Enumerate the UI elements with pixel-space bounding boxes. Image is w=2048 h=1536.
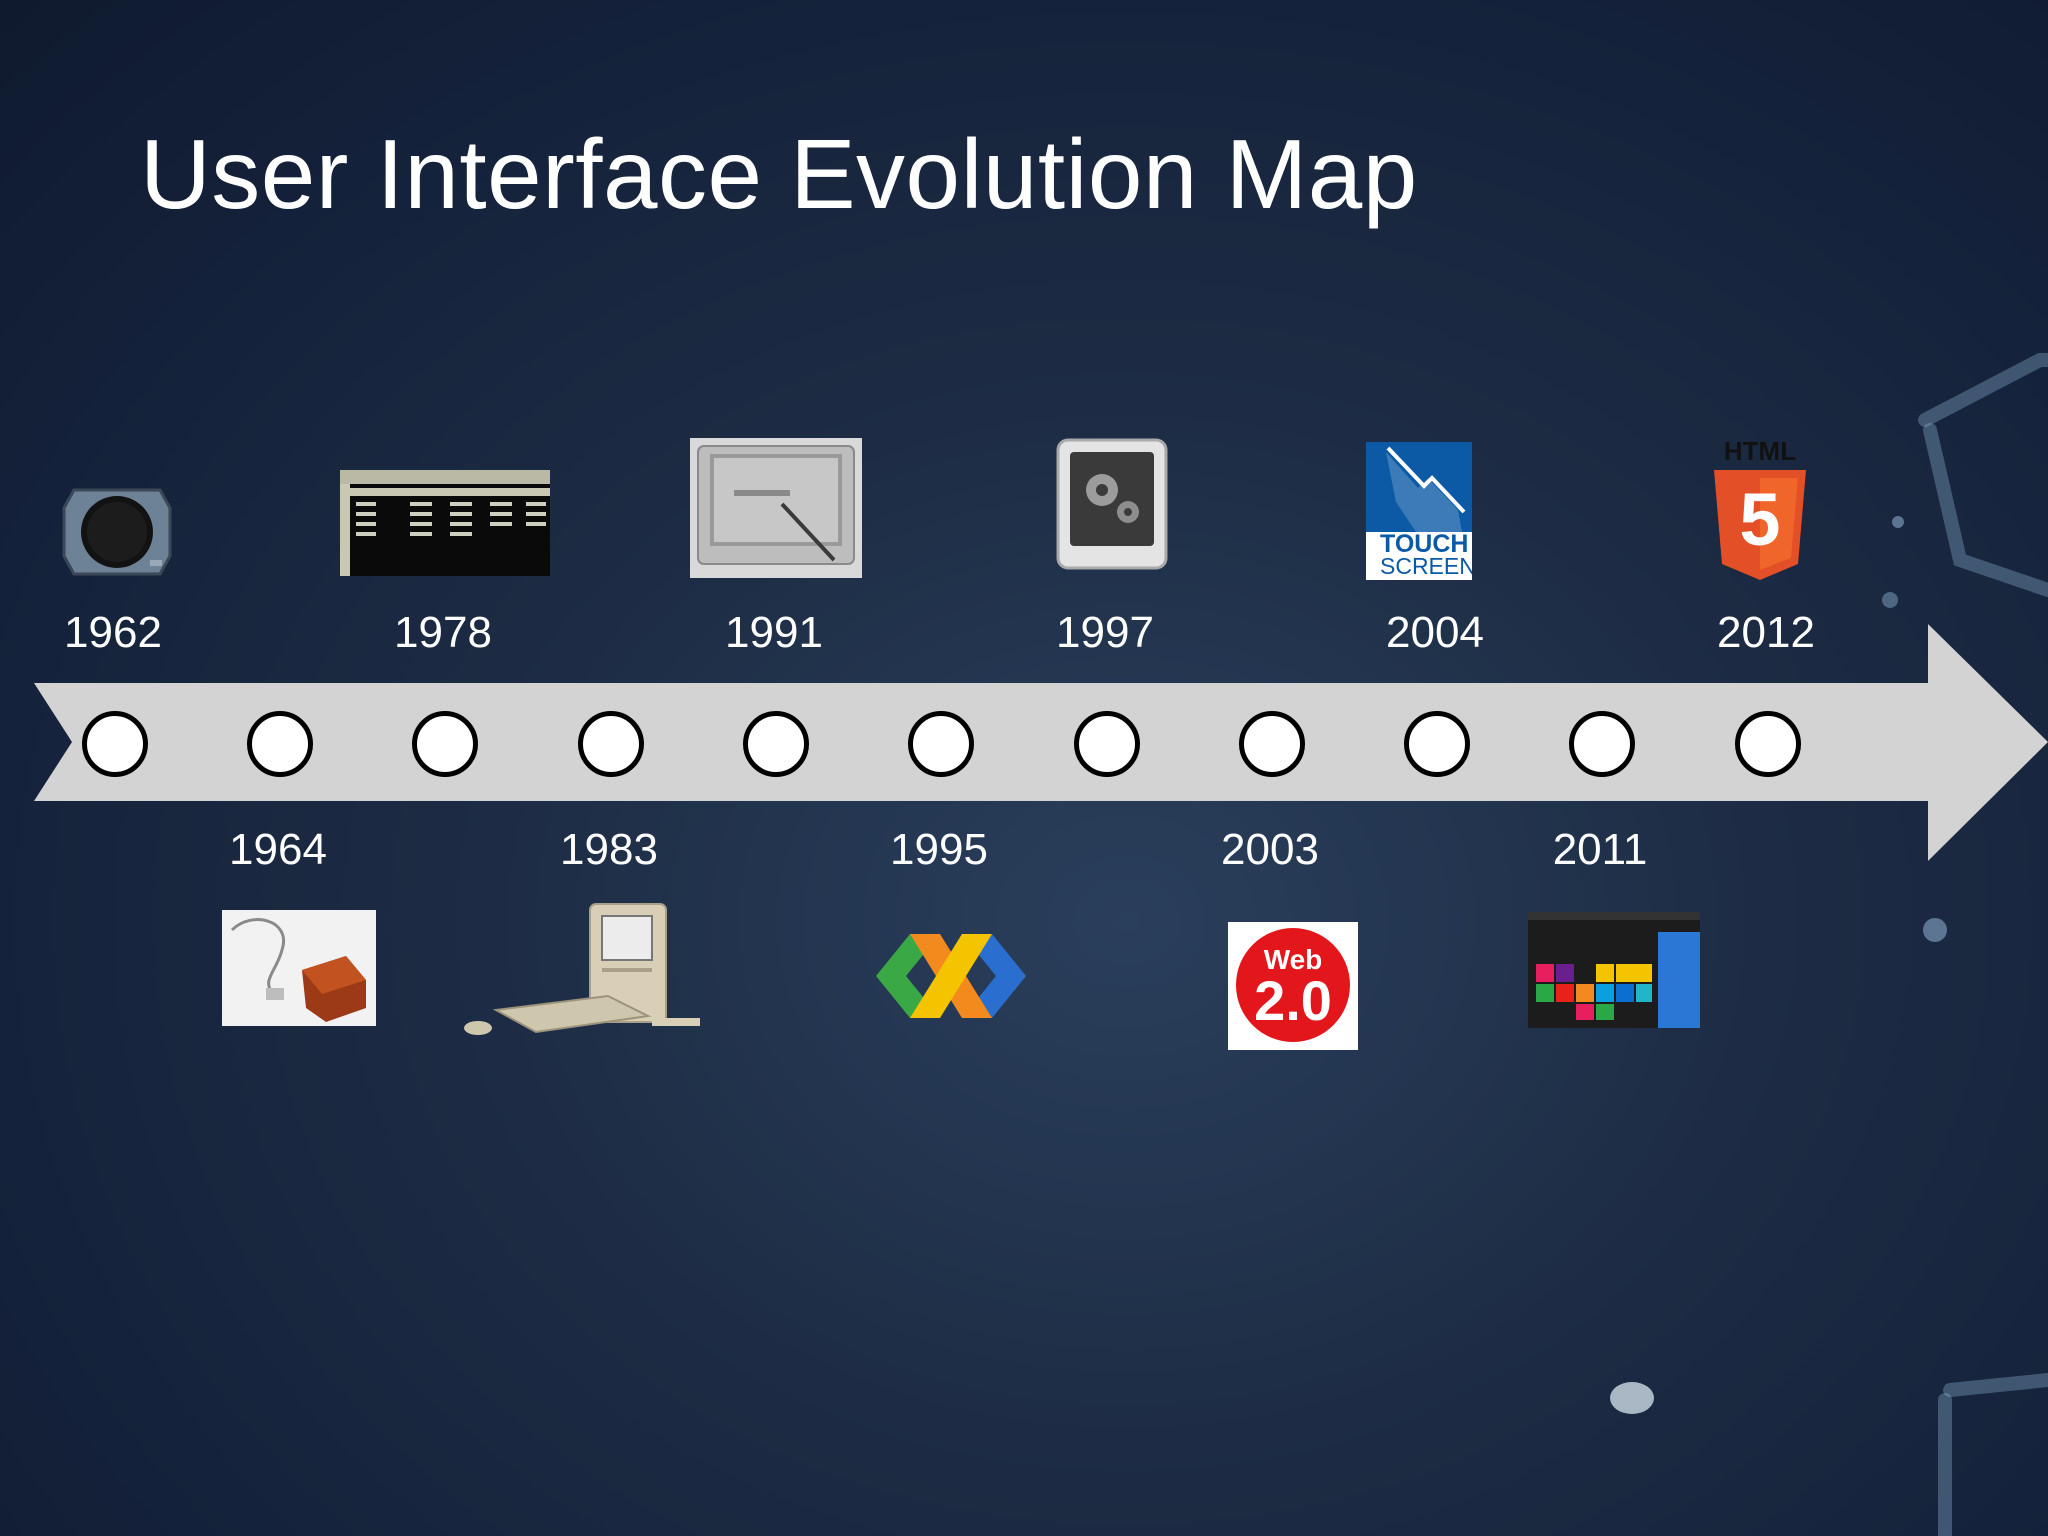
timeline-node-2012: [1735, 711, 1801, 777]
year-label-2012: 2012: [1717, 608, 1815, 657]
timeline-node-1991: [743, 711, 809, 777]
year-label-1962: 1962: [64, 608, 162, 657]
timeline-node-1978: [412, 711, 478, 777]
metro-tiles-screenshot-icon: [1528, 912, 1700, 1028]
timeline-node-1983: [578, 711, 644, 777]
year-label-1995: 1995: [890, 825, 988, 874]
touch-label-line2: SCREEN: [1380, 553, 1472, 579]
page-title: User Interface Evolution Map: [140, 119, 1418, 229]
timeline-node-2003: [1239, 711, 1305, 777]
html5-logo: HTML 5: [1706, 436, 1814, 582]
timeline-node-2011: [1569, 711, 1635, 777]
spreadsheet-screenshot-icon: [340, 470, 550, 576]
year-label-2003: 2003: [1221, 825, 1319, 874]
year-label-2011: 2011: [1552, 825, 1648, 874]
touch-label-line1: TOUCH: [1380, 530, 1469, 558]
macintosh-computer-icon: [464, 903, 700, 1035]
year-label-1964: 1964: [229, 825, 327, 874]
touch-screen-logo: TOUCH SCREEN: [1366, 442, 1472, 580]
timeline-node-2004: [1404, 711, 1470, 777]
first-mouse-icon: [222, 910, 376, 1026]
year-label-1991: 1991: [725, 608, 823, 657]
timeline-node-1964: [247, 711, 313, 777]
year-label-2004: 2004: [1386, 608, 1484, 657]
html5-label: HTML: [1723, 436, 1797, 466]
web20-label-line1: Web: [1263, 944, 1323, 975]
pen-tablet-icon: [690, 438, 862, 578]
html5-shield-icon: [1714, 470, 1806, 580]
web20-badge: Web 2.0: [1228, 922, 1358, 1050]
touch-hand-icon: [1366, 442, 1472, 532]
year-label-1983: 1983: [560, 825, 658, 874]
colorful-x-logo: [876, 934, 1026, 1018]
web20-label-line2: 2.0: [1254, 969, 1332, 1032]
web20-circle: [1236, 928, 1350, 1042]
timeline-node-1995: [908, 711, 974, 777]
year-label-1978: 1978: [394, 608, 492, 657]
timeline-node-1997: [1074, 711, 1140, 777]
gears-icon: [1056, 438, 1168, 570]
html5-digit: 5: [1739, 478, 1781, 561]
timeline-node-1962: [82, 711, 148, 777]
crt-display-icon: [62, 488, 172, 576]
year-label-1997: 1997: [1056, 608, 1154, 657]
